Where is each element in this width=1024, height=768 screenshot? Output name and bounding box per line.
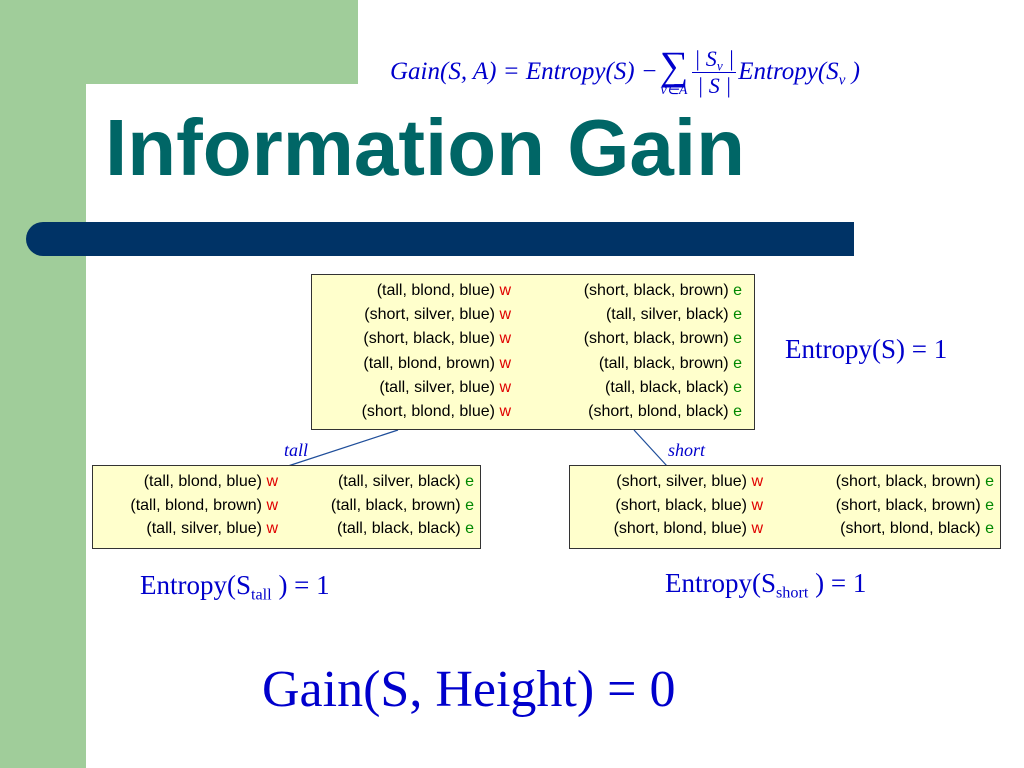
class-label-w: w xyxy=(499,354,511,372)
tuple-text: (tall, blond, brown) xyxy=(130,496,262,514)
tuple-text: (short, black, blue) xyxy=(363,330,495,348)
table-row-right: (tall, silver, black) e xyxy=(338,474,474,490)
fraction-numerator: | Sv | xyxy=(692,46,737,74)
table-row-left: (tall, blond, blue) w xyxy=(144,474,278,490)
table-row-left: (short, black, blue) w xyxy=(363,331,511,347)
class-label-e: e xyxy=(985,496,994,514)
tuple-text: (short, black, blue) xyxy=(615,496,747,514)
tuple-text: (tall, silver, blue) xyxy=(146,520,262,537)
tall-node-box: (tall, blond, blue) w (tall, silver, blac… xyxy=(92,465,481,549)
tuple-text: (short, black, brown) xyxy=(835,496,981,514)
table-row-right: (short, black, brown) e xyxy=(835,496,994,514)
table-row-left: (short, silver, blue) w xyxy=(616,474,763,490)
slide-title: Information Gain xyxy=(105,103,745,192)
tuple-text: (short, silver, blue) xyxy=(364,306,495,324)
table-row-right: (short, black, brown) e xyxy=(584,283,742,299)
table-row-left: (tall, blond, brown) w xyxy=(130,496,278,514)
class-label-w: w xyxy=(499,330,511,348)
summation: ∑ v∈A xyxy=(660,46,689,98)
short-node-box: (short, silver, blue) w (short, black, br… xyxy=(569,465,1001,549)
edge-tall xyxy=(287,429,399,467)
table-row-right: (short, blond, black) e xyxy=(840,521,994,537)
tuple-text: (short, blond, blue) xyxy=(613,520,747,537)
green-left-band xyxy=(0,0,86,768)
class-label-e: e xyxy=(733,306,742,324)
tuple-text: (tall, black, brown) xyxy=(598,354,729,372)
table-row-right: (tall, black, black) e xyxy=(337,521,474,537)
gain-formula-lhs: Gain(S, A) = Entropy(S) − xyxy=(390,58,658,85)
table-row-right: (short, blond, black) e xyxy=(588,404,742,420)
table-row-left: (tall, blond, brown) w xyxy=(363,354,511,372)
tuple-text: (tall, silver, black) xyxy=(605,306,729,324)
table-row-right: (short, black, brown) e xyxy=(584,331,742,347)
tuple-text: (short, blond, blue) xyxy=(361,403,495,420)
tuple-text: (short, black, brown) xyxy=(583,282,729,299)
green-top-band xyxy=(86,0,358,84)
tuple-text: (short, black, brown) xyxy=(835,473,981,490)
class-label-e: e xyxy=(985,520,994,537)
table-row-left: (short, blond, blue) w xyxy=(362,404,511,420)
table-row-left: (tall, blond, blue) w xyxy=(377,283,511,299)
entropy-tall: Entropy(Stall ) = 1 xyxy=(140,570,330,604)
edge-short xyxy=(633,429,668,467)
accent-bar xyxy=(26,222,854,256)
entropy-short: Entropy(Sshort ) = 1 xyxy=(665,568,867,602)
table-row-left: (tall, silver, blue) w xyxy=(146,521,278,537)
tuple-text: (short, black, brown) xyxy=(583,330,729,348)
tuple-text: (short, silver, blue) xyxy=(616,473,747,490)
table-row-right: (short, black, brown) e xyxy=(836,474,994,490)
table-row-left: (short, black, blue) w xyxy=(615,496,763,514)
class-label-w: w xyxy=(499,282,511,299)
class-label-w: w xyxy=(751,473,763,490)
tuple-text: (tall, black, brown) xyxy=(330,496,461,514)
tuple-text: (tall, silver, black) xyxy=(337,473,461,490)
table-row-left: (tall, silver, blue) w xyxy=(379,378,511,396)
class-label-w: w xyxy=(266,496,278,514)
fraction-denominator: | S | xyxy=(697,72,732,98)
tuple-text: (tall, blond, blue) xyxy=(143,473,262,490)
class-label-e: e xyxy=(733,403,742,420)
tuple-text: (tall, blond, brown) xyxy=(363,354,495,372)
table-row-right: (tall, silver, black) e xyxy=(606,307,742,323)
class-label-e: e xyxy=(985,473,994,490)
edge-label-short: short xyxy=(668,440,706,460)
tuple-text: (tall, black, black) xyxy=(337,520,461,537)
class-label-e: e xyxy=(465,520,474,537)
table-row-left: (short, blond, blue) w xyxy=(614,521,763,537)
tuple-text: (tall, black, black) xyxy=(605,378,729,396)
entropy-root: Entropy(S) = 1 xyxy=(785,334,948,364)
class-label-w: w xyxy=(499,306,511,324)
class-label-w: w xyxy=(499,378,511,396)
class-label-e: e xyxy=(733,282,742,299)
summation-symbol: ∑ xyxy=(659,43,689,88)
class-label-e: e xyxy=(465,473,474,490)
class-label-e: e xyxy=(465,496,474,514)
summation-index: v∈A xyxy=(660,83,688,98)
table-row-left: (short, silver, blue) w xyxy=(364,307,511,323)
gain-result: Gain(S, Height) = 0 xyxy=(262,661,676,718)
gain-formula: Gain(S, A) = Entropy(S) − ∑ v∈A | Sv | |… xyxy=(390,46,860,98)
tuple-text: (tall, silver, blue) xyxy=(379,378,495,396)
table-row-right: (tall, black, black) e xyxy=(605,378,742,396)
class-label-e: e xyxy=(733,330,742,348)
tuple-text: (tall, blond, blue) xyxy=(376,282,495,299)
gain-formula-rhs: Entropy(Sv ) xyxy=(738,58,860,89)
class-label-w: w xyxy=(751,520,763,537)
fraction: | Sv | | S | xyxy=(692,46,737,98)
class-label-e: e xyxy=(733,354,742,372)
root-node-box: (tall, blond, blue) w (short, black, brow… xyxy=(311,274,755,430)
class-label-w: w xyxy=(266,520,278,537)
tuple-text: (short, blond, black) xyxy=(588,403,729,420)
white-corner xyxy=(86,84,206,204)
table-row-right: (tall, black, brown) e xyxy=(330,496,474,514)
edge-label-tall: tall xyxy=(284,440,309,460)
tuple-text: (short, blond, black) xyxy=(840,520,981,537)
class-label-w: w xyxy=(266,473,278,490)
table-row-right: (tall, black, brown) e xyxy=(598,354,742,372)
class-label-e: e xyxy=(733,378,742,396)
class-label-w: w xyxy=(499,403,511,420)
class-label-w: w xyxy=(751,496,763,514)
